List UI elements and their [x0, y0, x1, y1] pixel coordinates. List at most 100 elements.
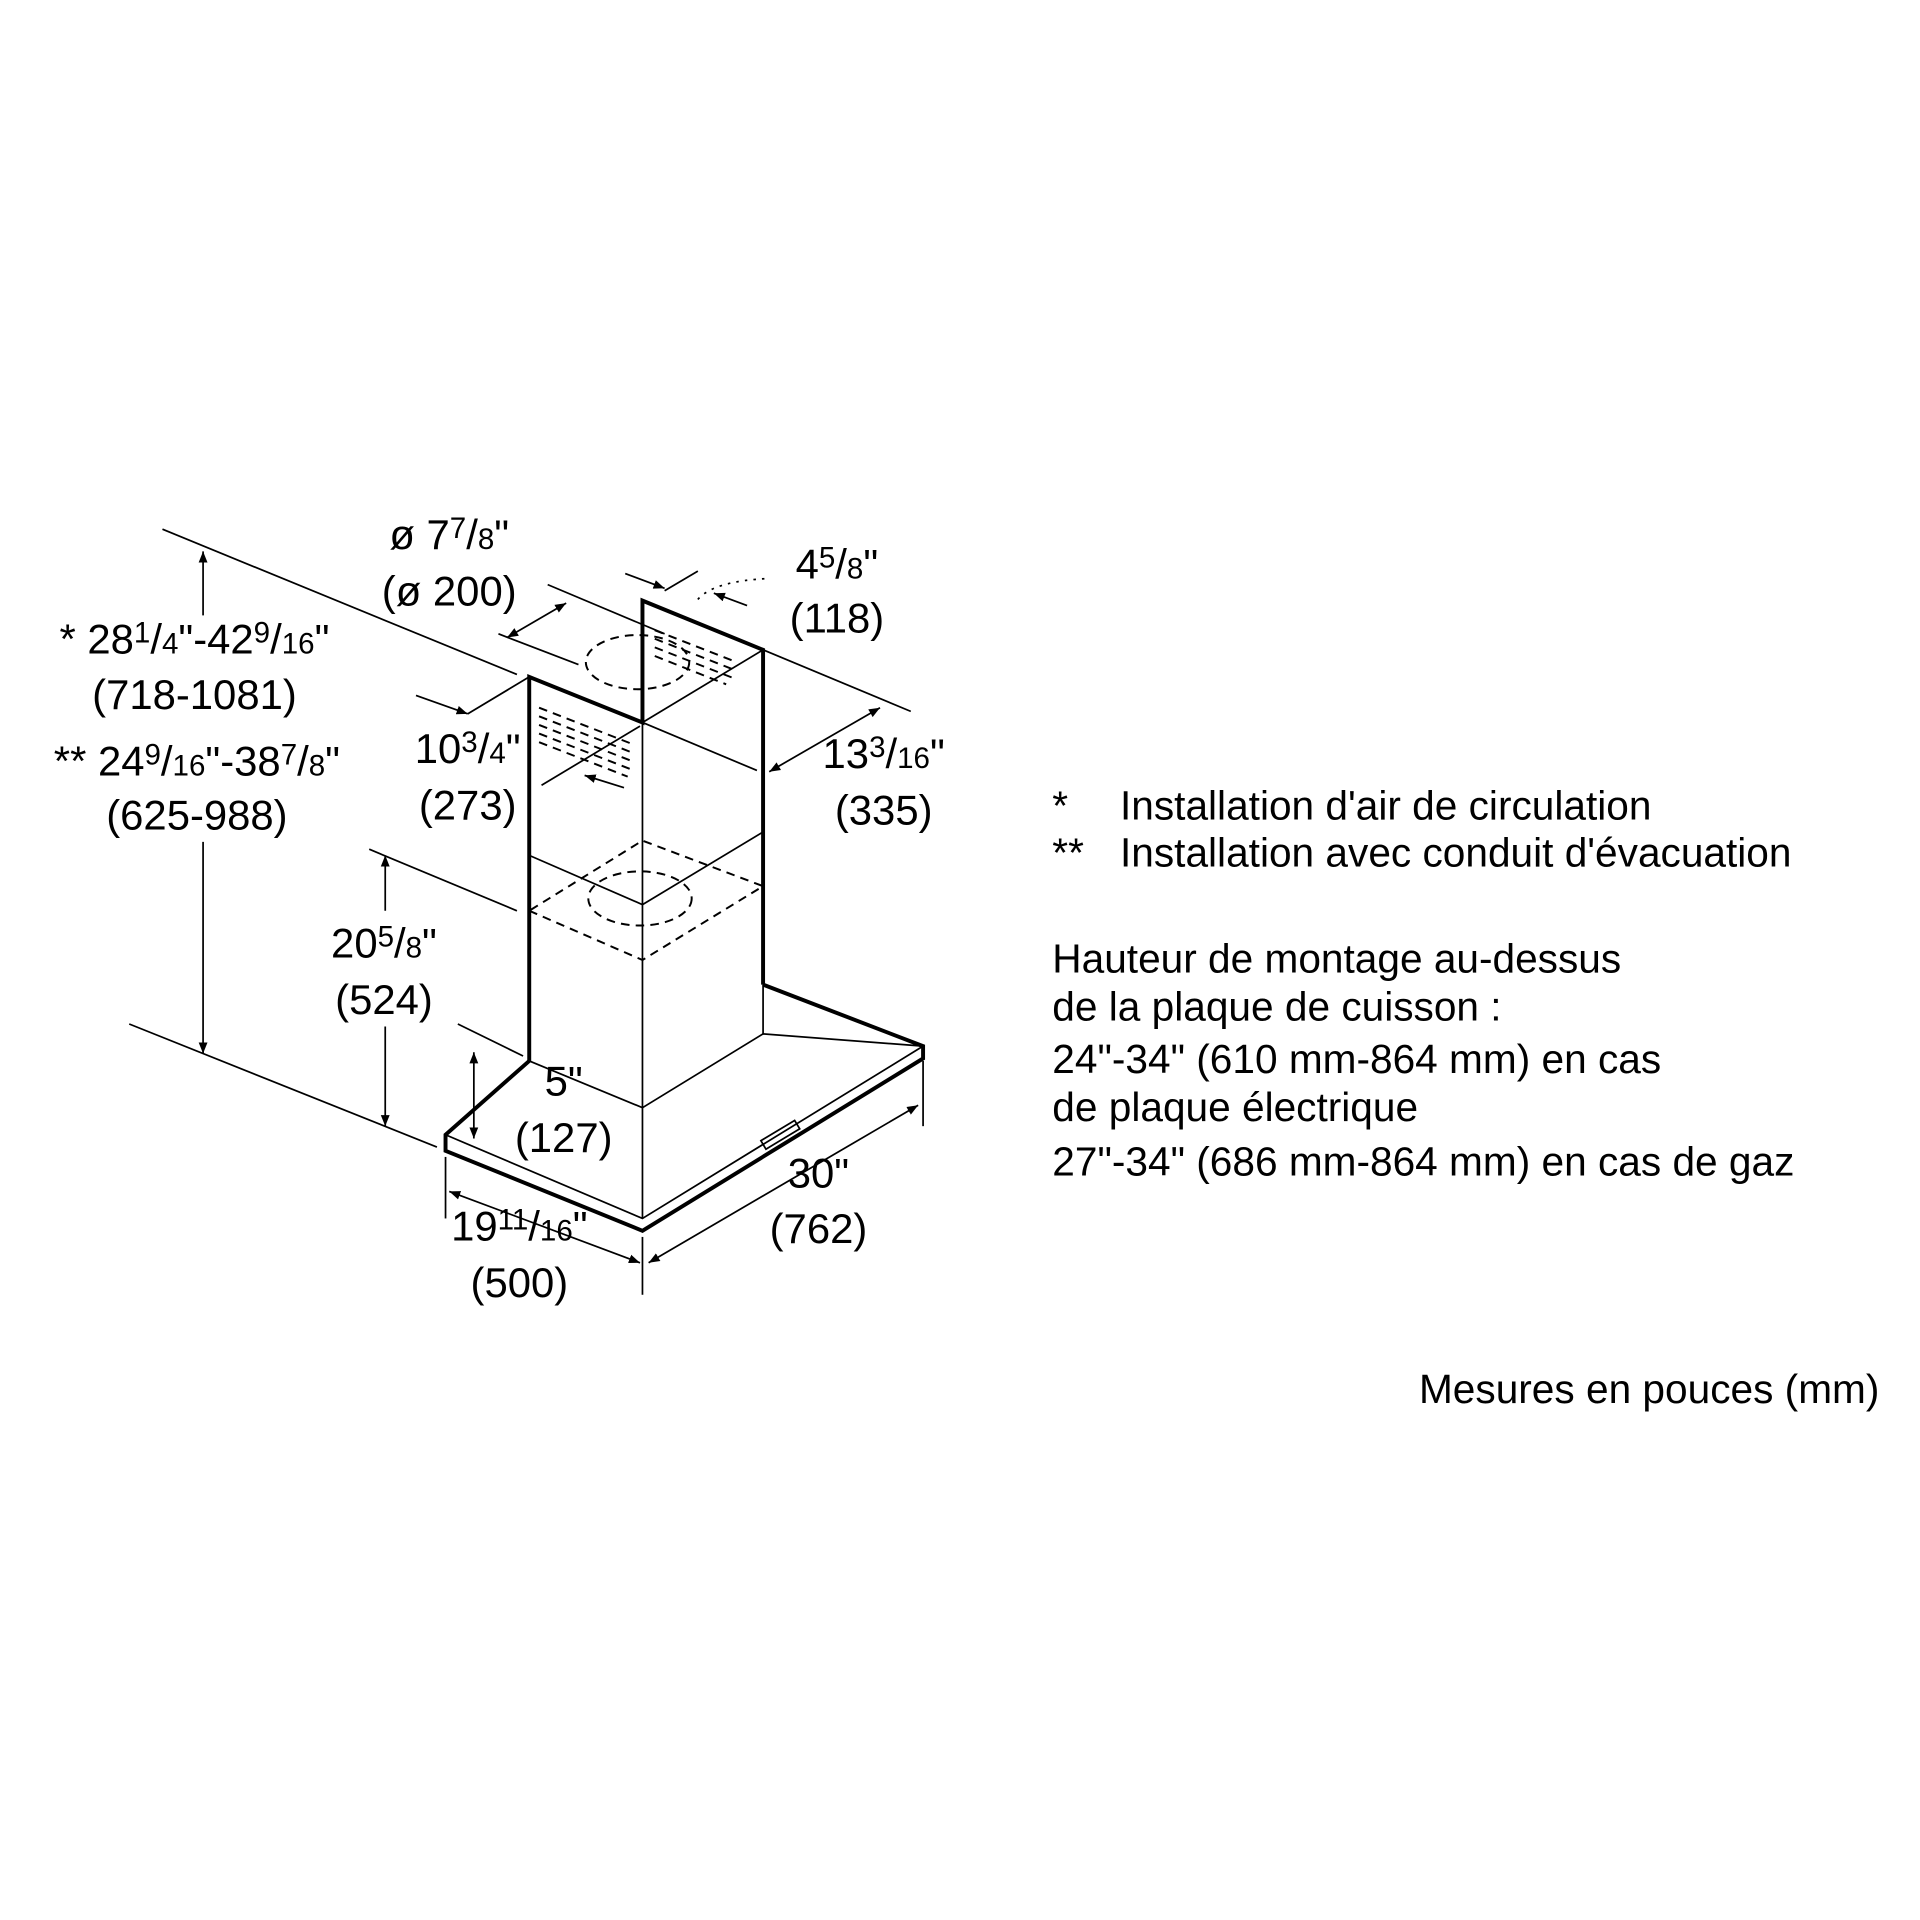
telescope-joint [528, 831, 764, 906]
fraction-numerator: 11 [498, 1204, 529, 1237]
chimney-width-inches-label: 103/4" [415, 725, 521, 772]
mounting-electric-line1: 24"-34" (610 mm-864 mm) en cas [1052, 1036, 1661, 1082]
fraction-numerator: 3 [461, 726, 477, 759]
label-text: (762) [770, 1205, 868, 1252]
fraction-denominator: 4 [489, 737, 505, 770]
label-text: (273) [419, 782, 517, 829]
label-text: (718-1081) [92, 671, 297, 718]
label-text: / [161, 737, 173, 784]
label-text: " [315, 616, 330, 663]
chimney-depth-offset-mm-label: (118) [790, 595, 885, 642]
mounting-heading-line2: de la plaque de cuisson : [1052, 983, 1501, 1029]
label-text: * 28 [59, 616, 133, 663]
chimney-depth-mm-label: (335) [835, 787, 933, 834]
label-text: (118) [790, 595, 885, 642]
dashed-outlet-box [527, 839, 766, 962]
label-text: 20 [331, 920, 378, 967]
label-text: 5" [545, 1057, 583, 1104]
hood-width-inches-label: 30" [788, 1150, 849, 1197]
lower-chimney-height-mm-label: (524) [335, 976, 433, 1023]
chimney-top-edge [642, 649, 764, 724]
chimney-depth-inches-label: 133/16" [823, 730, 945, 777]
label-text: " [325, 737, 340, 784]
mounting-gas-line: 27"-34" (686 mm-864 mm) en cas de gaz [1052, 1138, 1794, 1184]
label-text: " [863, 540, 878, 587]
label-text: / [150, 616, 162, 663]
label-text: 19 [451, 1203, 498, 1250]
dimension-labels: ø 77/8"(ø 200)45/8"(118)* 281/4"-429/16"… [54, 511, 945, 1306]
mounting-heading-line1: Hauteur de montage au-dessus [1052, 935, 1621, 981]
label-text: 4 [796, 540, 819, 587]
chimney-width-mm-label: (273) [419, 782, 517, 829]
fraction-denominator: 16 [173, 749, 206, 782]
fraction-denominator: 8 [478, 523, 494, 556]
fraction-numerator: 7 [281, 738, 297, 771]
label-text: "-42 [178, 616, 253, 663]
label-text: / [478, 725, 490, 772]
label-text: " [494, 511, 509, 558]
legend: * Installation d'air de circulation ** I… [1052, 783, 1791, 876]
legend-text-recirculation: Installation d'air de circulation [1120, 783, 1651, 829]
label-text: "-38 [205, 737, 280, 784]
dimension-lines [128, 528, 924, 1295]
label-text: / [394, 920, 406, 967]
label-text: " [573, 1203, 588, 1250]
label-text: " [930, 730, 945, 777]
units-note: Mesures en pouces (mm) [1419, 1366, 1879, 1412]
chimney-depth-offset-inches-label: 45/8" [796, 540, 879, 587]
vent-grille-left [538, 706, 635, 778]
fraction-numerator: 1 [134, 616, 150, 649]
fraction-denominator: 16 [897, 742, 930, 775]
fraction-denominator: 4 [162, 628, 178, 661]
label-text: ** 24 [54, 737, 145, 784]
canopy-height-mm-label: (127) [515, 1114, 613, 1161]
fraction-numerator: 5 [378, 920, 394, 953]
label-text: / [270, 616, 282, 663]
label-text: / [886, 730, 898, 777]
total-height-ducted-mm-label: (625-988) [106, 792, 287, 839]
label-text: (524) [335, 976, 433, 1023]
fraction-denominator: 8 [406, 932, 422, 965]
label-text: ø 7 [389, 511, 449, 558]
label-text: 30" [788, 1150, 849, 1197]
label-text: / [835, 540, 847, 587]
dashed-duct-circle [584, 634, 691, 691]
fraction-numerator: 9 [254, 616, 270, 649]
fraction-denominator: 8 [847, 552, 863, 585]
label-text: (500) [471, 1259, 569, 1306]
label-text: (335) [835, 787, 933, 834]
fraction-numerator: 3 [869, 731, 885, 764]
label-text: 13 [823, 730, 870, 777]
label-text: " [506, 725, 521, 772]
dashed-outlet-circle [587, 870, 693, 927]
canopy-top-edges [528, 1032, 924, 1109]
label-text: " [422, 920, 437, 967]
label-text: 10 [415, 725, 462, 772]
fraction-numerator: 5 [819, 541, 835, 574]
hood-width-mm-label: (762) [770, 1205, 868, 1252]
total-height-ducted-inches-label: ** 249/16"-387/8" [54, 737, 340, 784]
legend-mark-recirculation: * [1052, 783, 1068, 829]
hood-drawing [443, 597, 926, 1233]
legend-text-ducted: Installation avec conduit d'évacuation [1120, 829, 1791, 875]
duct-diameter-mm-label: (ø 200) [382, 568, 517, 615]
legend-mark-ducted: ** [1052, 829, 1084, 875]
label-text: (ø 200) [382, 568, 517, 615]
fraction-denominator: 8 [309, 749, 325, 782]
upper-chimney-outline [527, 597, 766, 1061]
duct-diameter-inches-label: ø 77/8" [389, 511, 509, 558]
lower-chimney-height-inches-label: 205/8" [331, 920, 437, 967]
vent-grille-back [654, 629, 734, 686]
label-text: / [528, 1203, 540, 1250]
mounting-height-notes: Hauteur de montage au-dessus de la plaqu… [1052, 935, 1794, 1184]
label-text: / [466, 511, 478, 558]
hood-depth-mm-label: (500) [471, 1259, 569, 1306]
fraction-numerator: 7 [450, 512, 466, 545]
label-text: / [297, 737, 309, 784]
mounting-electric-line2: de plaque électrique [1052, 1084, 1418, 1130]
fraction-denominator: 16 [282, 628, 315, 661]
label-text: (625-988) [106, 792, 287, 839]
label-text: (127) [515, 1114, 613, 1161]
total-height-recirculation-mm-label: (718-1081) [92, 671, 297, 718]
